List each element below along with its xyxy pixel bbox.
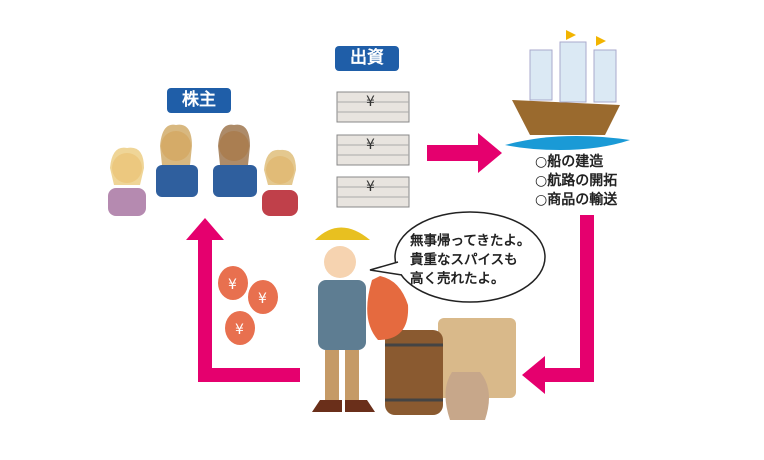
money-bags: ¥ ¥ ¥ [218, 266, 278, 345]
speech-line: 無事帰ってきたよ。 [410, 233, 531, 249]
task-shipbuilding: ○船の建造 [535, 154, 604, 170]
speech-text: 無事帰ってきたよ。 貴重なスパイスも 高く売れたよ。 [410, 232, 530, 289]
svg-text:¥: ¥ [366, 179, 375, 195]
arrow-merchant-to-shareholders [186, 218, 300, 382]
svg-text:¥: ¥ [366, 94, 375, 110]
flow-arrows [186, 133, 594, 394]
svg-text:¥: ¥ [258, 291, 267, 307]
arrow-ship-to-merchant [522, 215, 594, 394]
shareholders-label: 株主 [167, 88, 231, 113]
task-route-development: ○航路の開拓 [535, 173, 618, 189]
money-stacks: ¥ ¥ ¥ [336, 91, 410, 208]
speech-bubble [394, 211, 546, 303]
investment-label: 出資 [335, 46, 399, 71]
merchant-illustration [312, 227, 409, 412]
shareholders-illustration [108, 124, 298, 216]
task-goods-transport: ○商品の輸送 [535, 192, 618, 208]
svg-text:¥: ¥ [366, 137, 375, 153]
arrow-to-ship [427, 133, 502, 173]
ship-task-list: ○船の建造 ○航路の開拓 ○商品の輸送 [535, 153, 617, 210]
speech-line: 高く売れたよ。 [410, 271, 505, 287]
svg-text:¥: ¥ [235, 322, 244, 338]
cargo-illustration [385, 318, 516, 420]
ship-illustration [505, 30, 630, 150]
svg-text:¥: ¥ [228, 277, 237, 293]
speech-line: 貴重なスパイスも [410, 252, 518, 268]
